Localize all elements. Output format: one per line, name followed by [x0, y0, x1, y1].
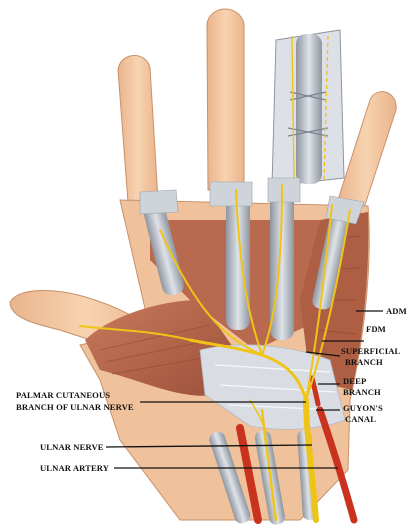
- label-superficial-branch-line2: BRANCH: [345, 357, 383, 367]
- label-palmar-cutaneous-line1: PALMAR CUTANEOUS: [16, 390, 110, 400]
- leader-ulnar-nerve: [105, 444, 313, 448]
- leader-superficial-branch: [305, 351, 341, 357]
- middle-finger: [206, 8, 245, 191]
- label-adm: ADM: [386, 306, 407, 316]
- hypothenar-muscles: [300, 212, 369, 390]
- nerves: [79, 184, 351, 523]
- little-finger: [335, 91, 397, 215]
- labels: ADM FDM SUPERFICIAL BRANCH DEEP BRANCH G…: [16, 306, 407, 473]
- label-guyons-canal-line2: CANAL: [345, 414, 376, 424]
- label-superficial-branch-line1: SUPERFICIAL: [341, 346, 401, 356]
- label-guyons-canal-line1: GUYON'S: [343, 403, 383, 413]
- index-finger: [117, 55, 159, 203]
- label-fdm: FDM: [366, 324, 386, 334]
- label-palmar-cutaneous-line2: BRANCH OF ULNAR NERVE: [16, 402, 134, 412]
- label-deep-branch-line1: DEEP: [343, 376, 366, 386]
- label-ulnar-artery: ULNAR ARTERY: [40, 463, 110, 473]
- leader-lines: [105, 310, 383, 469]
- ring-finger-sheath: [271, 29, 345, 187]
- label-deep-branch-line2: BRANCH: [343, 387, 381, 397]
- label-ulnar-nerve: ULNAR NERVE: [40, 442, 104, 452]
